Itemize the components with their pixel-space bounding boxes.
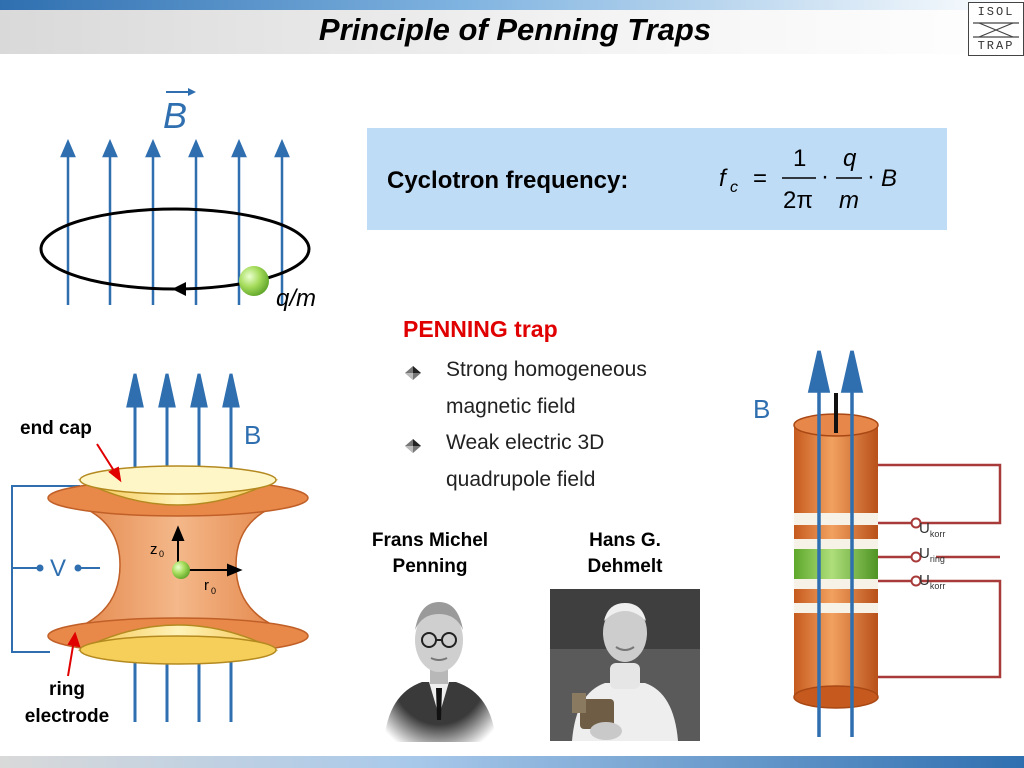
voltage-sub: korr: [929, 581, 946, 591]
penning-portrait: [374, 582, 504, 742]
logo-crossed-lines: [973, 22, 1019, 38]
ion-sphere: [239, 266, 269, 296]
formula-den-1: 2π: [783, 187, 813, 214]
penning-trap-heading: PENNING trap: [403, 316, 558, 342]
magnetic-field-orbit-diagram: B q/m: [39, 88, 316, 312]
page-title: Principle of Penning Traps: [318, 12, 712, 47]
voltage-terminals: [910, 517, 922, 587]
diamond-bullet-icon: [405, 366, 421, 380]
diamond-bullet-icon: [405, 439, 421, 453]
person-name-dehmelt: Hans G. Dehmelt: [587, 530, 663, 577]
end-cap-label: end cap: [20, 418, 92, 439]
trap-b-label: B: [244, 420, 262, 450]
svg-text:·: ·: [821, 163, 829, 190]
voltage-main: U: [919, 520, 930, 537]
voltage-main: U: [919, 572, 930, 589]
trap-field-lines: [126, 373, 240, 722]
voltage-label: V: [50, 555, 66, 582]
person-name-penning: Frans Michel Penning: [371, 530, 489, 577]
bullet-item: Weak electric 3D quadrupole field: [405, 424, 705, 498]
ring-electrode-label: ring electrode: [24, 679, 110, 727]
cylinder-b-label: B: [753, 394, 771, 424]
cylinder-field-lines: [807, 350, 864, 737]
voltage-label-ring: Uring: [919, 545, 945, 564]
r0-sub: 0: [211, 586, 216, 596]
formula-lhs-sub: c: [730, 179, 738, 196]
bullet-item: Strong homogeneous magnetic field: [405, 351, 705, 425]
svg-text:·: ·: [867, 163, 875, 190]
cylinder-wires: [878, 463, 1002, 679]
title-bar: [0, 10, 1024, 54]
hyperbolic-trap-diagram: V z 0 r 0: [11, 373, 309, 722]
label-pointers: [67, 443, 122, 677]
cyclotron-formula: f c = 1 2π · q m · B: [719, 145, 897, 214]
voltage-label-korr-top: Ukorr: [919, 520, 945, 539]
orbit-ellipse: [39, 207, 311, 291]
z0-sub: 0: [159, 549, 164, 559]
formula-num-1: 1: [793, 145, 806, 172]
formula-lhs: f: [719, 165, 728, 192]
bottom-accent-bar: [0, 756, 1024, 768]
orbit-direction-arrow: [172, 282, 186, 296]
cyclotron-frequency-label: Cyclotron frequency:: [387, 167, 629, 194]
field-lines: [60, 138, 290, 305]
field-symbol-b: B: [163, 95, 187, 136]
top-accent-bar: [0, 0, 1024, 10]
z0-label: z: [150, 541, 158, 558]
formula-num-2: q: [843, 145, 857, 172]
cyclotron-frequency-box: Cyclotron frequency: f c = 1 2π · q m · …: [367, 128, 947, 230]
formula-field: B: [881, 165, 897, 192]
dehmelt-portrait: [550, 589, 700, 741]
trapped-ion: [172, 561, 190, 579]
voltage-label-korr-bottom: Ukorr: [919, 572, 945, 591]
bullet-text: Weak electric 3D quadrupole field: [446, 431, 605, 491]
cylindrical-trap-diagram: [793, 350, 1002, 737]
voltage-sub: korr: [929, 529, 946, 539]
voltage-sub: ring: [929, 554, 945, 564]
isoltrap-logo: ISOL TRAP: [968, 2, 1024, 56]
r0-label: r: [204, 577, 209, 594]
voltage-main: U: [919, 545, 930, 562]
logo-line-1: ISOL: [977, 5, 1015, 19]
formula-den-2: m: [839, 187, 859, 214]
logo-line-2: TRAP: [977, 39, 1015, 53]
svg-text:=: =: [753, 165, 767, 192]
bullet-text: Strong homogeneous magnetic field: [446, 358, 647, 418]
particle-label: q/m: [276, 285, 316, 312]
